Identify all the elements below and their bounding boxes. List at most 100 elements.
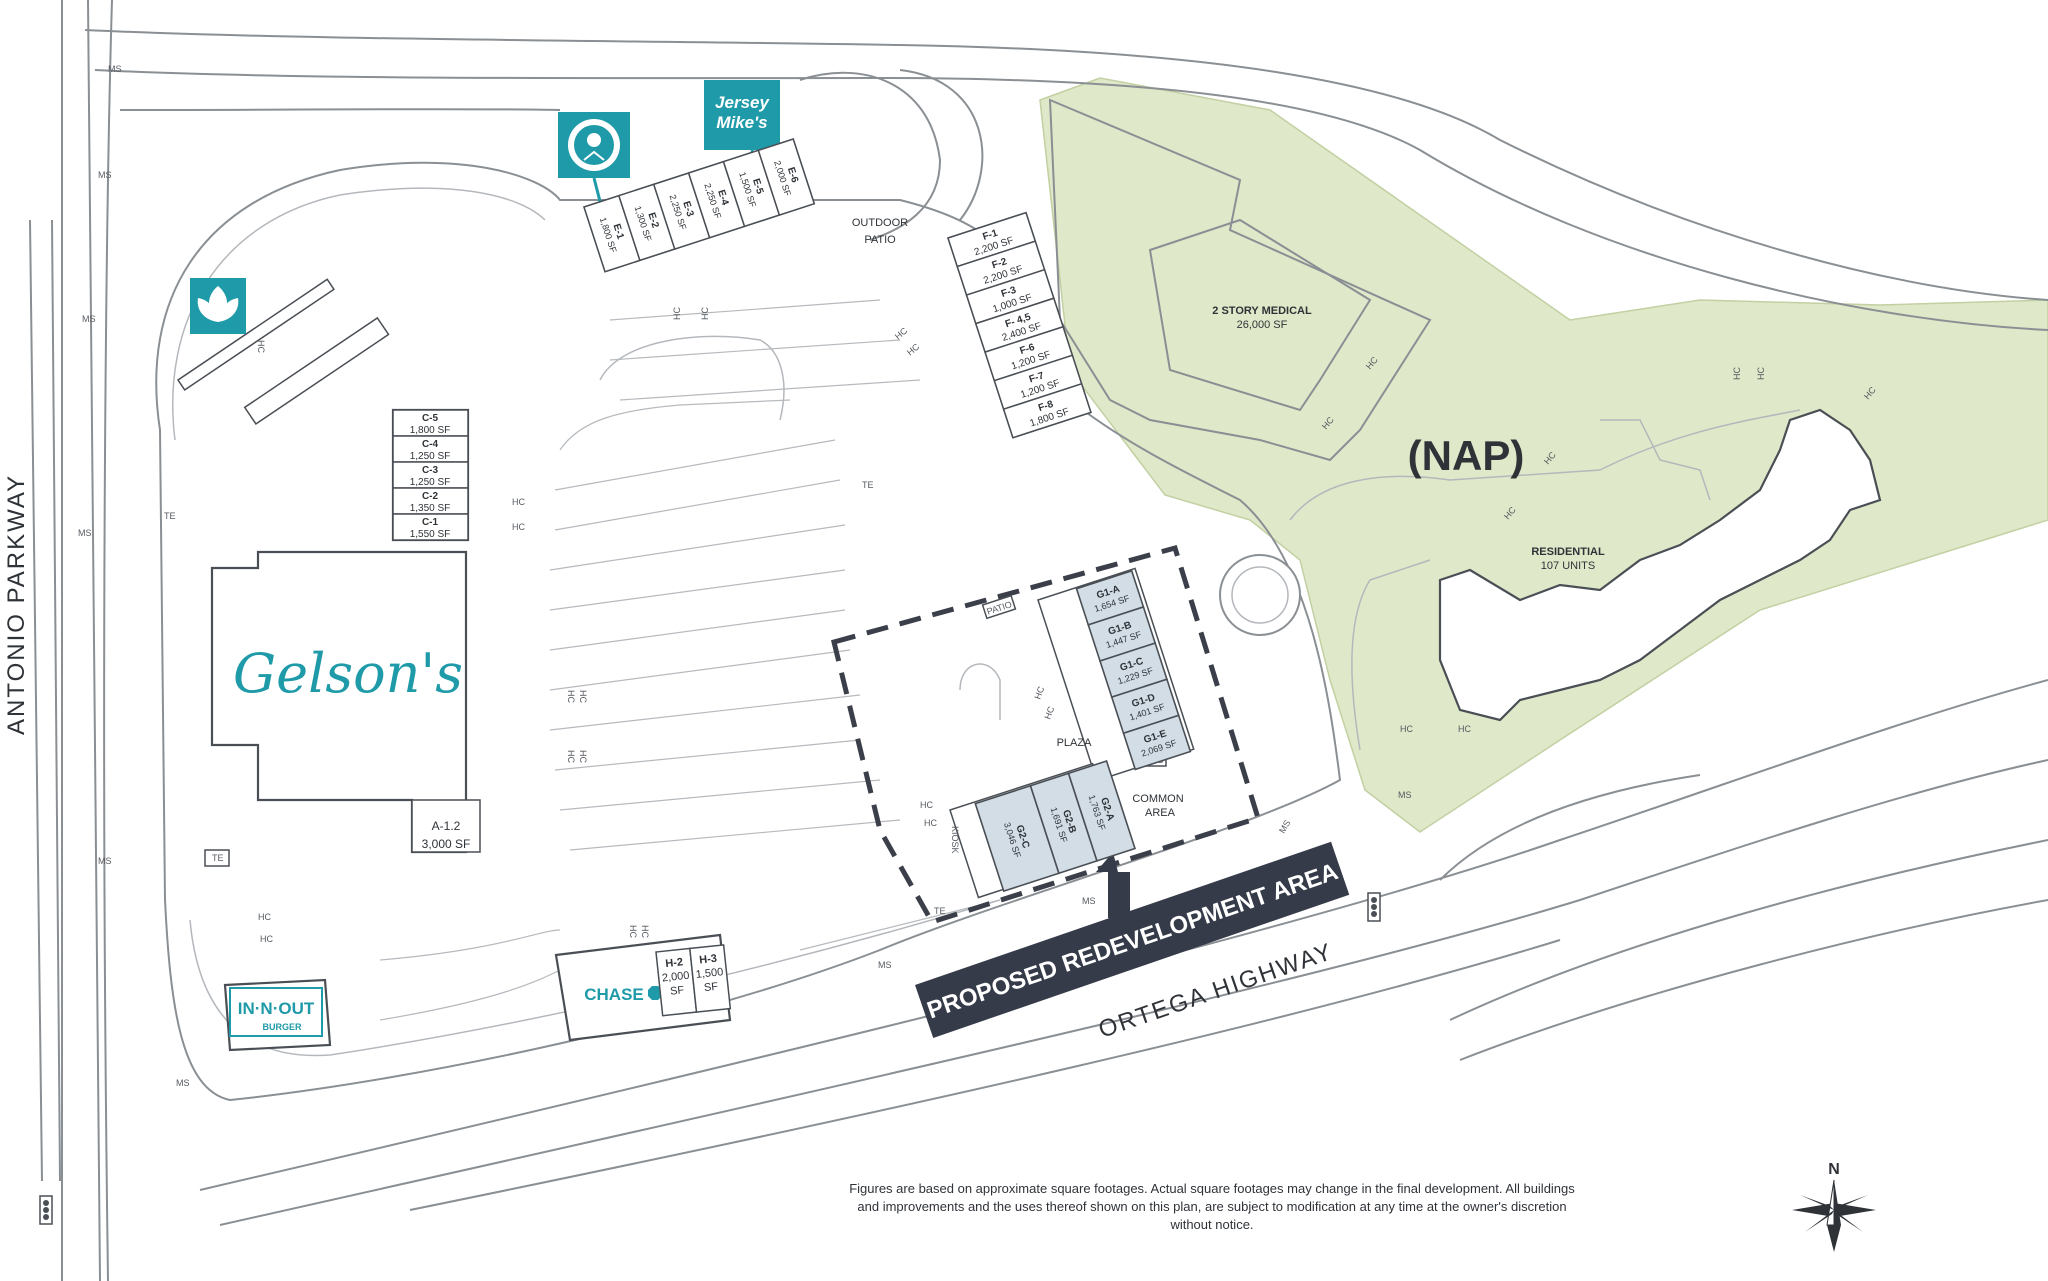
common-area-label-1: COMMON — [1132, 793, 1183, 805]
north-arrow-icon: N — [1792, 1161, 1876, 1252]
ortega-highway-road — [199, 679, 2048, 1226]
svg-text:HC: HC — [566, 690, 576, 703]
suite-C-2-id: C-2 — [422, 491, 439, 502]
antonio-parkway-road — [29, 0, 113, 1281]
svg-text:HC: HC — [1756, 367, 1766, 380]
suite-labels: C-51,800 SFC-41,250 SFC-31,250 SFC-21,35… — [392, 138, 1192, 1017]
common-area-label-2: AREA — [1145, 807, 1176, 819]
nap-label: (NAP) — [1408, 432, 1525, 479]
suite-F-6-id: F-6 — [1018, 342, 1036, 357]
suite-cell-C-2 — [392, 487, 469, 515]
starbucks-logo — [558, 112, 630, 254]
suite-cell-F-8 — [1002, 382, 1092, 439]
svg-text:HC: HC — [1032, 685, 1046, 701]
suite-E-2-id: E-2 — [645, 211, 660, 230]
residential-units: 107 UNITS — [1541, 560, 1595, 572]
svg-text:MS: MS — [98, 170, 112, 180]
suite-E-5-id: E-5 — [750, 177, 765, 196]
svg-text:HC: HC — [1042, 705, 1056, 721]
svg-text:HC: HC — [628, 925, 638, 938]
svg-text:HC: HC — [1458, 724, 1471, 734]
svg-text:MS: MS — [1398, 790, 1412, 800]
suite-H-2-unit: SF — [670, 984, 686, 997]
leaf-logo — [190, 278, 246, 334]
suite-C-3-id: C-3 — [422, 465, 439, 476]
svg-text:HC: HC — [640, 925, 650, 938]
svg-text:HC: HC — [512, 522, 525, 532]
jersey-mikes-line2: Mike's — [716, 113, 767, 132]
suite-F-2-id: F-2 — [991, 256, 1009, 271]
chase-octagon-icon — [648, 986, 662, 1000]
svg-text:HC: HC — [260, 934, 273, 944]
outdoor-patio-label-2: PATIO — [864, 234, 896, 246]
svg-text:MS: MS — [108, 64, 122, 74]
gelsons-building — [210, 550, 481, 854]
suite-cell-H-3 — [688, 944, 732, 1013]
innout-logo: IN·N·OUT BURGER — [229, 987, 323, 1037]
medical-size: 26,000 SF — [1237, 319, 1288, 331]
outdoor-patio-label-1: OUTDOOR — [852, 217, 908, 229]
suite-E-3-id: E-3 — [680, 200, 695, 219]
suite-C-1-size: 1,550 SF — [410, 529, 451, 540]
svg-text:MS: MS — [1277, 818, 1292, 835]
svg-text:MS: MS — [78, 528, 92, 538]
suite-E-6-id: E-6 — [785, 166, 800, 185]
suite-F-8-id: F-8 — [1037, 399, 1055, 414]
suite-C-5-id: C-5 — [422, 413, 439, 424]
traffic-signal-icon — [39, 1195, 53, 1225]
suite-F-7-id: F-7 — [1028, 370, 1046, 385]
parking-lot — [379, 299, 1001, 1021]
disclaimer-text: Figures are based on approximate square … — [849, 1181, 1575, 1232]
suite-C-3-size: 1,250 SF — [410, 477, 451, 488]
nap-area — [1039, 77, 2048, 833]
svg-text:N: N — [1828, 1161, 1840, 1178]
anchor-suite-size: 3,000 SF — [422, 837, 471, 851]
site-perimeter — [155, 161, 1342, 1102]
residential-buildings — [1438, 408, 1882, 722]
svg-text:HC: HC — [920, 800, 933, 810]
suite-E-4-id: E-4 — [715, 189, 730, 208]
medical-name: 2 STORY MEDICAL — [1212, 305, 1312, 317]
svg-text:MS: MS — [878, 960, 892, 970]
chase-logo: CHASE — [584, 985, 644, 1004]
svg-text:HC: HC — [256, 340, 266, 353]
kiosk-tag: KIOSK — [950, 826, 960, 854]
svg-text:MS: MS — [82, 314, 96, 324]
suite-C-5-size: 1,800 SF — [410, 425, 451, 436]
suite-F-1-id: F-1 — [981, 228, 999, 243]
svg-text:HC: HC — [924, 818, 937, 828]
drive-thru-lane — [176, 278, 390, 425]
suite-cell-C-5 — [392, 409, 469, 437]
svg-text:MS: MS — [1082, 896, 1096, 906]
suite-C-4-size: 1,250 SF — [410, 451, 451, 462]
svg-text:MS: MS — [176, 1078, 190, 1088]
traffic-signal-icon — [1367, 892, 1381, 922]
gelsons-logo: Gelson's — [233, 642, 463, 705]
suite-C-4-id: C-4 — [422, 439, 439, 450]
residential-name: RESIDENTIAL — [1531, 546, 1605, 558]
suite-C-1-id: C-1 — [422, 517, 439, 528]
suite-cell-G2-A — [1067, 760, 1136, 862]
suites-f: F-12,200 SFF-22,200 SFF-31,000 SFF- 4,52… — [947, 211, 1092, 439]
jersey-mikes-line1: Jersey — [715, 93, 770, 112]
svg-text:HC: HC — [1400, 724, 1413, 734]
suite-F-3-id: F-3 — [1000, 285, 1018, 300]
svg-text:HC: HC — [258, 912, 271, 922]
svg-text:HC: HC — [578, 750, 588, 763]
svg-text:TE: TE — [212, 853, 224, 863]
svg-text:HC: HC — [672, 307, 682, 320]
svg-text:TE: TE — [862, 480, 874, 490]
svg-text:HC: HC — [1732, 367, 1742, 380]
markers: HC HC HC HC HC HC HC HC HC HC HC HC HC H… — [78, 64, 1878, 1088]
suite-cell-C-3 — [392, 461, 469, 489]
svg-text:HC: HC — [512, 497, 525, 507]
plaza-label: PLAZA — [1057, 737, 1093, 749]
svg-text:HC: HC — [566, 750, 576, 763]
svg-text:HC: HC — [700, 307, 710, 320]
svg-text:HC: HC — [578, 690, 588, 703]
top-access-road — [84, 29, 2048, 331]
